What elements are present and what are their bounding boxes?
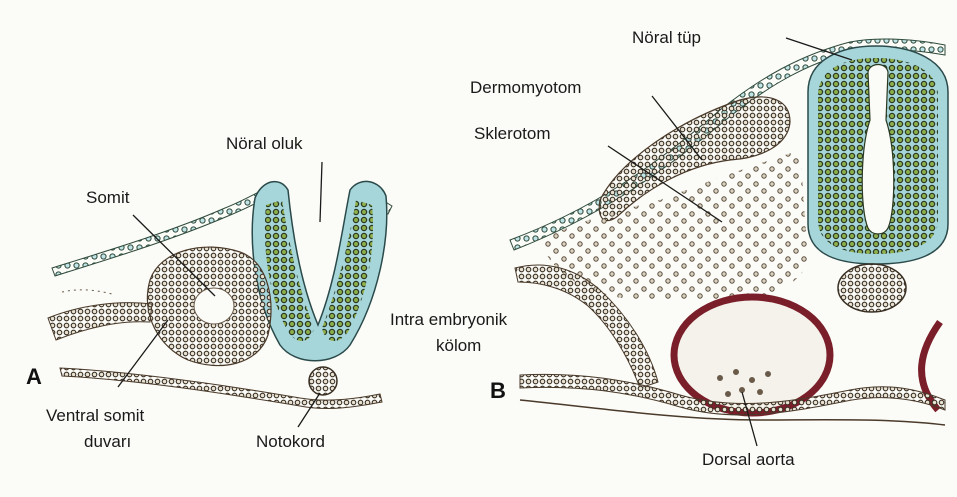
label-dermomyotom: Dermomyotom: [470, 78, 581, 98]
panel-b-letter: B: [490, 378, 506, 404]
label-dorsal-aorta: Dorsal aorta: [702, 450, 795, 470]
notochord-a: [309, 367, 337, 395]
label-noral-oluk: Nöral oluk: [226, 134, 303, 154]
panel-b-drawing: [510, 38, 948, 446]
notochord-b: [838, 264, 906, 312]
label-sklerotom: Sklerotom: [474, 124, 551, 144]
dorsal-aorta: [674, 297, 830, 413]
somitocoele: [194, 288, 234, 324]
label-somit: Somit: [86, 188, 129, 208]
label-ventral-somit-line1: Ventral somit: [46, 406, 144, 426]
panel-a-letter: A: [26, 364, 42, 390]
lateral-mesoderm-a: [48, 303, 152, 340]
label-noral-tup: Nöral tüp: [632, 28, 701, 48]
label-ventral-somit-line2: duvarı: [84, 432, 131, 452]
label-intra-line1: Intra embryonik: [390, 310, 507, 330]
label-notokord: Notokord: [256, 432, 325, 452]
label-intra-line2: kölom: [436, 336, 481, 356]
